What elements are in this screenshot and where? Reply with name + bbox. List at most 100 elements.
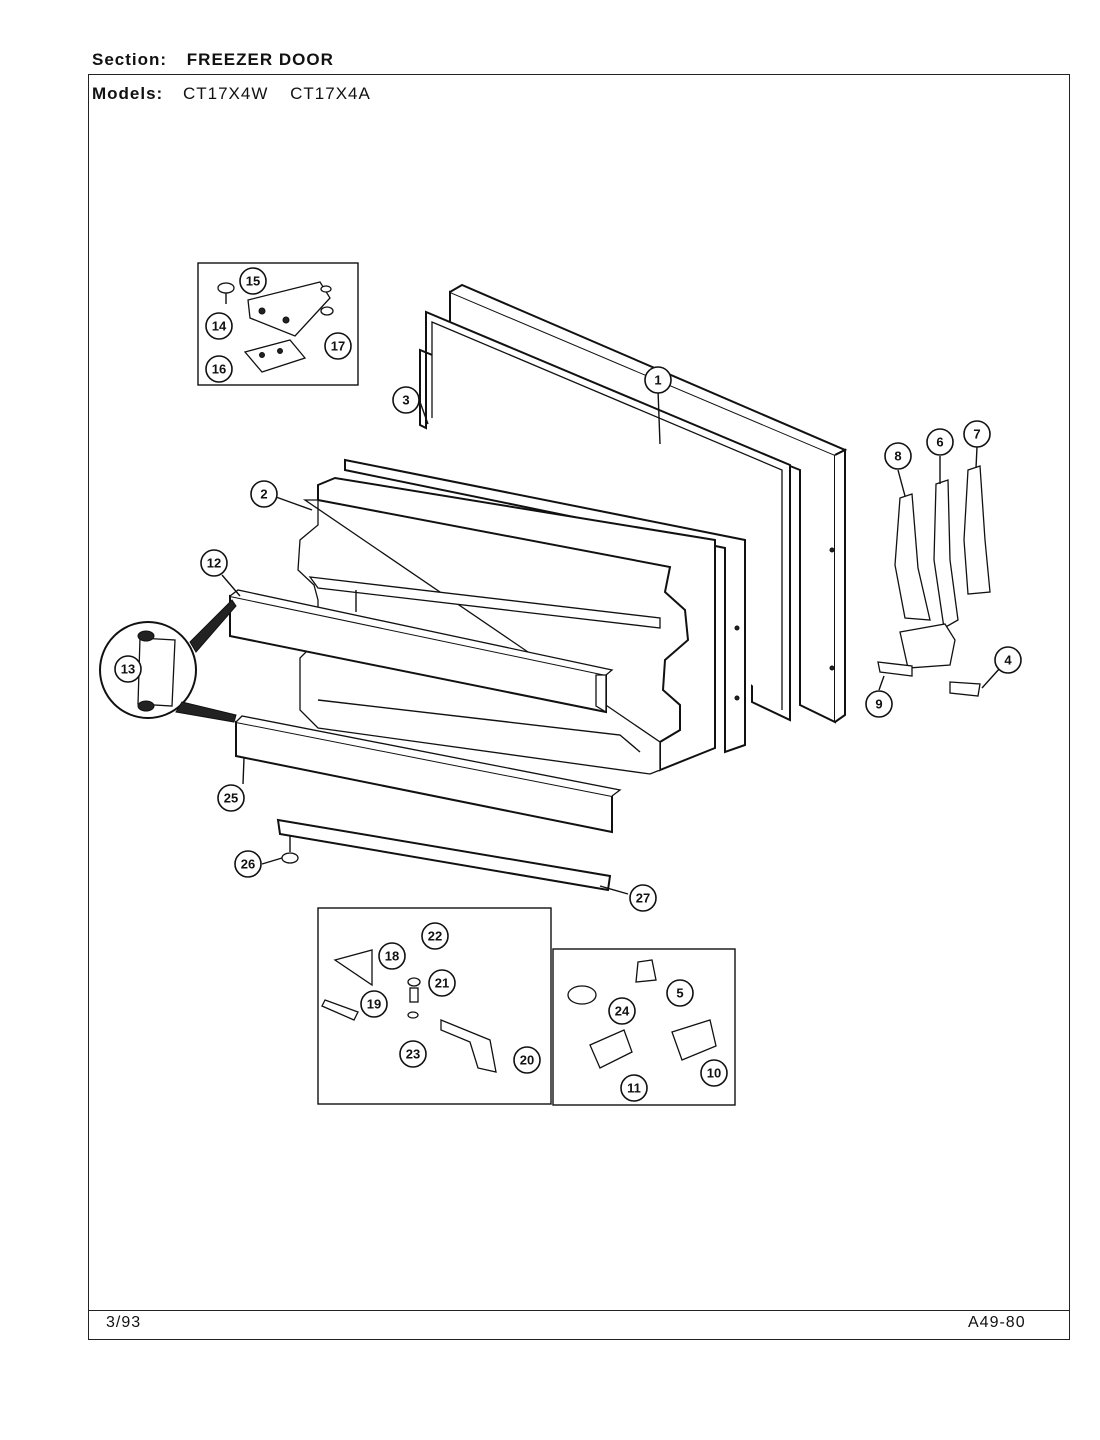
section-value: FREEZER DOOR xyxy=(186,50,334,69)
leader-line xyxy=(242,757,245,785)
leader-line xyxy=(657,389,661,445)
handle-cap xyxy=(949,681,981,697)
callout-22: 22 xyxy=(421,922,449,950)
callout-circle xyxy=(629,884,657,912)
misc-inset xyxy=(552,948,736,1106)
diagram-frame xyxy=(88,74,1070,1340)
models-heading: Models: CT17X4W CT17X4A xyxy=(92,84,387,104)
callout-1: 1 xyxy=(644,366,672,394)
callout-label: 7 xyxy=(973,427,980,442)
callout-label: 10 xyxy=(707,1066,721,1081)
models-label: Models: xyxy=(92,84,164,103)
handle-parts xyxy=(877,465,991,697)
callout-circle xyxy=(360,990,388,1018)
shelf-rail-end xyxy=(595,674,607,714)
callout-circle xyxy=(205,355,233,383)
callout-circle xyxy=(234,850,262,878)
callout-label: 2 xyxy=(260,487,267,502)
callout-label: 5 xyxy=(676,986,683,1001)
callout-18: 18 xyxy=(378,942,406,970)
callout-circle xyxy=(250,480,278,508)
callout-circle xyxy=(114,655,142,683)
callout-label: 17 xyxy=(331,339,345,354)
callout-9: 9 xyxy=(865,690,893,718)
inset-border xyxy=(317,907,552,1105)
callout-16: 16 xyxy=(205,355,233,383)
callout-circle xyxy=(620,1074,648,1102)
callout-circle xyxy=(513,1046,541,1074)
closer-inset xyxy=(317,907,552,1105)
handle-bracket xyxy=(933,479,959,630)
callout-circle xyxy=(200,549,228,577)
shim-hole xyxy=(277,348,283,354)
section-heading: Section: FREEZER DOOR xyxy=(92,50,334,70)
callout-label: 26 xyxy=(241,857,255,872)
inset-border xyxy=(552,948,736,1106)
callout-label: 12 xyxy=(207,556,221,571)
shelf-front xyxy=(235,715,622,834)
liner-body xyxy=(317,476,716,772)
inset-border xyxy=(197,262,359,386)
bracket-left xyxy=(589,1029,633,1069)
leader-line xyxy=(897,469,906,497)
leader-lines xyxy=(221,389,1001,895)
callout-label: 22 xyxy=(428,929,442,944)
leader-line xyxy=(261,857,283,865)
shim-hole xyxy=(259,352,265,358)
callout-label: 8 xyxy=(894,449,901,464)
closer-washer xyxy=(407,977,421,987)
bracket-right xyxy=(671,1019,717,1061)
leader-line xyxy=(975,446,978,469)
callout-8: 8 xyxy=(884,442,912,470)
hinge-inset xyxy=(197,262,359,386)
screw-head xyxy=(281,852,299,864)
cam-plate xyxy=(333,949,373,987)
callout-21: 21 xyxy=(428,969,456,997)
shelf-rail-top xyxy=(229,589,614,676)
callout-23: 23 xyxy=(399,1040,427,1068)
callout-circle xyxy=(399,1040,427,1068)
callout-circle xyxy=(217,784,245,812)
callout-circle xyxy=(239,267,267,295)
callout-7: 7 xyxy=(963,420,991,448)
liner-back-flange xyxy=(344,458,746,754)
liner-hole xyxy=(734,625,740,631)
cam-spring xyxy=(321,999,359,1021)
callout-circle xyxy=(378,942,406,970)
callout-3: 3 xyxy=(392,386,420,414)
detail-magnifier xyxy=(99,599,237,723)
leader-line xyxy=(419,401,429,425)
button-cap xyxy=(567,985,597,1005)
callout-27: 27 xyxy=(629,884,657,912)
callout-label: 13 xyxy=(121,662,135,677)
callout-circle xyxy=(608,997,636,1025)
callout-12: 12 xyxy=(200,549,228,577)
callout-5: 5 xyxy=(666,979,694,1007)
shelf-clip xyxy=(137,637,176,707)
door-hole xyxy=(829,547,835,553)
model-number: CT17X4A xyxy=(290,84,371,103)
callout-label: 11 xyxy=(627,1081,641,1096)
callout-circle xyxy=(392,386,420,414)
callout-label: 19 xyxy=(367,997,381,1012)
callout-label: 16 xyxy=(212,362,226,377)
callout-24: 24 xyxy=(608,997,636,1025)
callout-label: 23 xyxy=(406,1047,420,1062)
callout-6: 6 xyxy=(926,428,954,456)
callout-circle xyxy=(884,442,912,470)
plug xyxy=(635,959,657,983)
callout-17: 17 xyxy=(324,332,352,360)
callout-circle xyxy=(421,922,449,950)
callout-label: 9 xyxy=(875,697,882,712)
footer-divider xyxy=(88,1310,1070,1311)
hinge-hole xyxy=(258,307,266,315)
callout-circle xyxy=(865,690,893,718)
magnifier-pointer xyxy=(175,701,237,723)
callout-circle xyxy=(994,646,1022,674)
clip-tab xyxy=(137,700,155,712)
hinge-plate xyxy=(247,281,331,337)
leader-line xyxy=(221,574,241,597)
callout-label: 6 xyxy=(936,435,943,450)
callout-20: 20 xyxy=(513,1046,541,1074)
